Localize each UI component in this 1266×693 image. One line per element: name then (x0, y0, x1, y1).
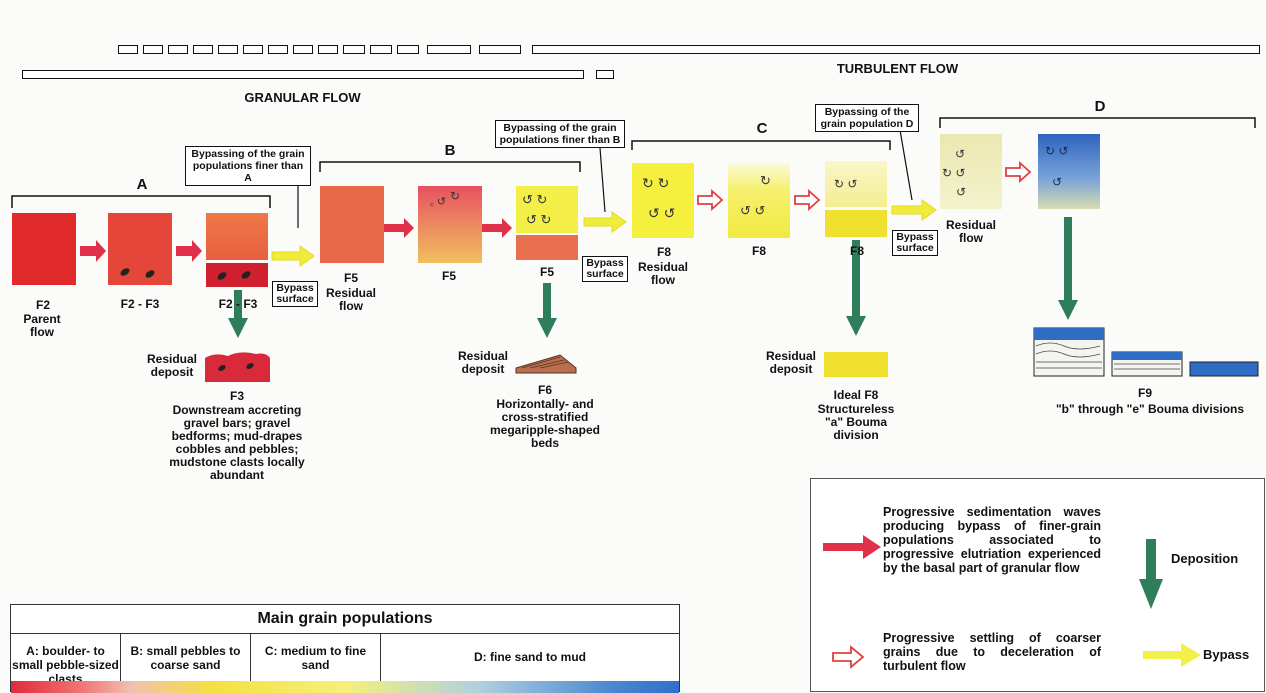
f2-f3-box (108, 213, 172, 285)
svg-text:↺: ↺ (956, 185, 966, 199)
bracket-d (940, 118, 1255, 128)
deposition-legend-label: Deposition (1171, 551, 1261, 566)
bypass-legend-label: Bypass (1203, 647, 1263, 662)
f5-label: F5 (524, 266, 570, 279)
f2-f3-lower-box (206, 263, 268, 287)
bypass-note-b: Bypassing of the grain populations finer… (495, 120, 625, 148)
table-cell: A: boulder- to small pebble-sized clasts (11, 634, 121, 681)
bypass-arrow-icon (1143, 643, 1201, 667)
f8-label: F8 (834, 245, 880, 258)
residual-flow-label: Residual flow (940, 219, 1002, 245)
table-cell: C: medium to fine sand (251, 634, 381, 681)
residual-flow-label: Residual flow (630, 261, 696, 287)
bracket-a (12, 196, 270, 208)
svg-text:↺: ↺ (1052, 175, 1062, 189)
group-a-label: A (132, 178, 152, 191)
group-c-label: C (752, 122, 772, 135)
f2-f3-label: F2 - F3 (208, 298, 268, 311)
svg-text:↻ ↻: ↻ ↻ (642, 175, 669, 191)
f6-label: F6 (530, 384, 560, 397)
bypass-surface-label: Bypass surface (892, 230, 938, 256)
group-b-label: B (440, 144, 460, 157)
residual-deposit-label: Residual deposit (452, 350, 514, 376)
residual-flow-label: Residual flow (318, 287, 384, 313)
svg-text:↺ ↺: ↺ ↺ (648, 205, 675, 221)
svg-text:↺: ↺ (955, 147, 965, 161)
svg-text:↻ ↺: ↻ ↺ (834, 177, 857, 191)
red-arrow-description: Progressive sedimentation waves producin… (883, 505, 1101, 575)
bypass-surface-label: Bypass surface (582, 256, 628, 282)
svg-text:↻: ↻ (450, 189, 460, 203)
f8-lower-box (825, 210, 887, 237)
f5-lower-box (516, 235, 578, 260)
f3-gravel-deposit (205, 352, 270, 382)
ideal-f8-deposit (824, 352, 888, 377)
f9-description: "b" through "e" Bouma divisions (1050, 403, 1250, 416)
svg-text:↺ ↻: ↺ ↻ (526, 212, 551, 227)
hollow-arrow-description: Progressive settling of coarser grains d… (883, 631, 1101, 673)
svg-text:↺ ↻: ↺ ↻ (522, 192, 547, 207)
f3-description: Downstream accreting gravel bars; gravel… (168, 404, 306, 482)
f3-label: F3 (222, 390, 252, 403)
f8-description: Structureless "a" Bouma division (812, 403, 900, 442)
f2-label: F2 (18, 299, 68, 312)
f5-label: F5 (426, 270, 472, 283)
hollow-arrow-icon (833, 647, 863, 667)
f2-f3-label: F2 - F3 (110, 298, 170, 311)
group-d-label: D (1090, 100, 1110, 113)
svg-text:↻ ↺: ↻ ↺ (942, 166, 965, 180)
f8-label: F8 (636, 246, 692, 259)
bracket-b (320, 162, 580, 172)
table-title: Main grain populations (11, 605, 679, 634)
f5-label: F5 (326, 272, 376, 285)
table-cell: B: small pebbles to coarse sand (121, 634, 251, 681)
red-arrow-icon (823, 535, 881, 559)
f2-f3-upper-box (206, 213, 268, 260)
grain-populations-table: Main grain populations A: boulder- to sm… (10, 604, 680, 692)
bypass-note-a: Bypassing of the grain populations finer… (185, 146, 311, 186)
bypass-surface-label: Bypass surface (272, 281, 318, 307)
f5-residual-flow-box (320, 186, 384, 263)
ideal-f8-label: Ideal F8 (818, 389, 894, 402)
f8-box (728, 163, 790, 238)
parent-flow-label: Parent flow (14, 313, 70, 339)
table-cell: D: fine sand to mud (381, 634, 679, 681)
bypass-note-d: Bypassing of the grain population D (815, 104, 919, 132)
bracket-c (632, 141, 890, 150)
svg-text:↺ ↺: ↺ ↺ (740, 203, 765, 218)
legend: Progressive sedimentation waves producin… (810, 478, 1265, 692)
svg-text:꜀ ↺: ꜀ ↺ (430, 196, 446, 208)
svg-text:↻: ↻ (760, 173, 771, 188)
deposition-arrow-icon (1139, 539, 1163, 609)
f8-label: F8 (736, 245, 782, 258)
svg-text:↻ ↺: ↻ ↺ (1045, 144, 1068, 158)
residual-deposit-label: Residual deposit (760, 350, 822, 376)
f2-parent-flow-box (12, 213, 76, 285)
grain-size-color-bar (11, 681, 679, 693)
residual-deposit-label: Residual deposit (142, 353, 202, 379)
f9-label: F9 (1130, 387, 1160, 400)
f9-bouma-deposit-3 (1190, 362, 1258, 376)
f6-description: Horizontally- and cross-stratified megar… (480, 398, 610, 450)
